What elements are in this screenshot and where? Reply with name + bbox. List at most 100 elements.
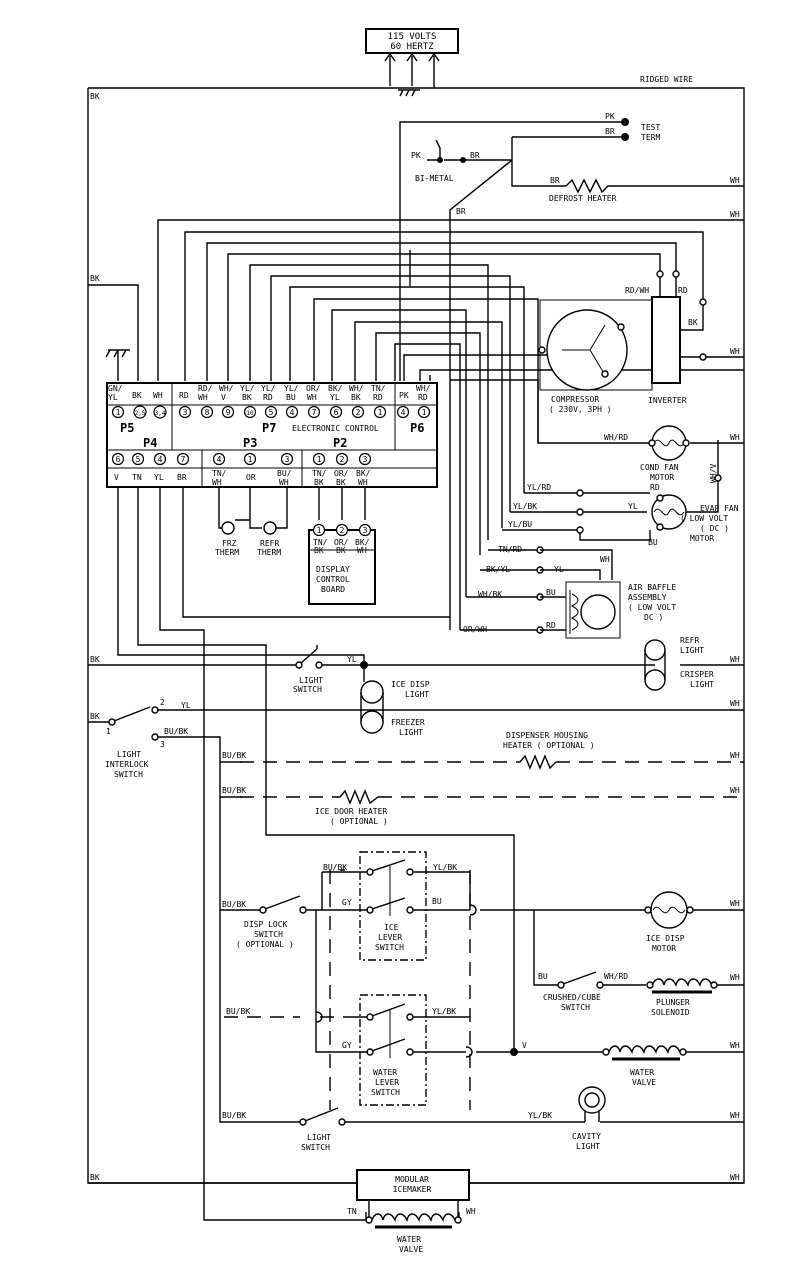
- refr-light-icon: [644, 639, 666, 691]
- svg-text:WH: WH: [307, 393, 317, 402]
- svg-text:10: 10: [246, 410, 254, 417]
- electronic-control-label: ELECTRONIC CONTROL: [292, 424, 379, 433]
- svg-text:WH: WH: [730, 1111, 740, 1120]
- svg-text:MODULAR: MODULAR: [395, 1175, 429, 1184]
- power-leads: [389, 56, 435, 86]
- svg-text:2: 2: [340, 455, 345, 464]
- plug-arrows: [384, 52, 440, 62]
- test-terminal: PK BR TEST TERM: [399, 112, 660, 381]
- test-term-dot-pk: [621, 118, 629, 126]
- svg-text:BU: BU: [286, 393, 296, 402]
- svg-text:HEATER ( OPTIONAL ): HEATER ( OPTIONAL ): [503, 741, 595, 750]
- svg-text:ICEMAKER: ICEMAKER: [393, 1185, 432, 1194]
- svg-text:TN/: TN/: [212, 469, 227, 478]
- water-valve: WH WATER VALVE: [602, 1041, 744, 1087]
- svg-text:TN/: TN/: [312, 469, 327, 478]
- svg-text:4: 4: [158, 455, 163, 464]
- svg-text:( DC ): ( DC ): [700, 524, 729, 533]
- svg-text:THERM: THERM: [257, 548, 281, 557]
- cavity-light-icon: CAVITY LIGHT: [572, 1086, 606, 1151]
- svg-text:RD: RD: [418, 393, 428, 402]
- svg-text:BU: BU: [538, 972, 548, 981]
- svg-text:YL/: YL/: [284, 384, 299, 393]
- svg-text:PK: PK: [411, 151, 421, 160]
- dispenser-housing-heater: BU/BK WH DISPENSER HOUSING HEATER ( OPTI…: [220, 731, 744, 770]
- svg-text:RD: RD: [678, 286, 688, 295]
- svg-text:BK: BK: [242, 393, 252, 402]
- ground-icon: [105, 349, 130, 381]
- svg-text:( OPTIONAL ): ( OPTIONAL ): [236, 940, 294, 949]
- svg-text:BU: BU: [546, 588, 556, 597]
- svg-text:BK: BK: [688, 318, 698, 327]
- svg-text:INVERTER: INVERTER: [648, 396, 687, 405]
- svg-text:CAVITY: CAVITY: [572, 1132, 601, 1141]
- svg-text:PK: PK: [605, 112, 615, 121]
- svg-text:BK: BK: [351, 393, 361, 402]
- test-term-dot-br: [621, 133, 629, 141]
- svg-text:3,4: 3,4: [155, 410, 166, 417]
- svg-text:BK/: BK/: [328, 384, 343, 393]
- svg-text:COMPRESSOR: COMPRESSOR: [551, 395, 599, 404]
- svg-text:RD: RD: [650, 483, 660, 492]
- svg-text:SWITCH: SWITCH: [293, 685, 322, 694]
- svg-text:RD/WH: RD/WH: [625, 286, 649, 295]
- svg-text:BK: BK: [314, 478, 324, 487]
- svg-text:RD: RD: [263, 393, 273, 402]
- defrost-heater-coil: [565, 178, 744, 194]
- power-supply: 115 VOLTS 60 HERTZ: [365, 28, 459, 97]
- svg-text:ICE: ICE: [384, 923, 399, 932]
- refr-therm-icon: [263, 521, 277, 535]
- svg-text:BR: BR: [177, 473, 187, 482]
- svg-text:WH: WH: [730, 973, 740, 982]
- svg-text:SWITCH: SWITCH: [561, 1003, 590, 1012]
- svg-text:MOTOR: MOTOR: [690, 534, 714, 543]
- svg-text:BR: BR: [456, 207, 466, 216]
- svg-text:SWITCH: SWITCH: [301, 1143, 330, 1152]
- svg-text:OR/WH: OR/WH: [463, 625, 487, 634]
- svg-text:MOTOR: MOTOR: [652, 944, 676, 953]
- svg-text:WH/BK: WH/BK: [478, 590, 502, 599]
- ridged-wire-label: RIDGED WIRE: [640, 75, 693, 84]
- svg-text:( OPTIONAL ): ( OPTIONAL ): [330, 817, 388, 826]
- cond-fan-motor: WH/RD WH COND FAN MOTOR: [450, 379, 744, 482]
- svg-text:3: 3: [285, 455, 290, 464]
- svg-text:CRUSHED/CUBE: CRUSHED/CUBE: [543, 993, 601, 1002]
- svg-text:COND FAN: COND FAN: [640, 463, 679, 472]
- svg-text:INTERLOCK: INTERLOCK: [105, 760, 149, 769]
- svg-text:BU/BK: BU/BK: [222, 900, 246, 909]
- svg-text:OR: OR: [246, 473, 256, 482]
- svg-text:BK/YL: BK/YL: [486, 565, 510, 574]
- svg-text:WH: WH: [212, 478, 222, 487]
- svg-text:YL/BK: YL/BK: [433, 863, 457, 872]
- svg-text:TERM: TERM: [641, 133, 660, 142]
- svg-text:VALVE: VALVE: [632, 1078, 656, 1087]
- svg-text:3: 3: [183, 408, 188, 417]
- svg-text:7: 7: [312, 408, 317, 417]
- svg-text:DC ): DC ): [644, 613, 663, 622]
- svg-text:WH: WH: [279, 478, 289, 487]
- svg-text:CONTROL: CONTROL: [316, 575, 350, 584]
- ice-door-heater: BU/BK WH ICE DOOR HEATER ( OPTIONAL ): [220, 786, 744, 826]
- svg-text:LIGHT: LIGHT: [405, 690, 429, 699]
- air-baffle-assembly: TN/RD BK/YL YL WH WH/BK BU OR/WH RD AIR …: [460, 545, 676, 639]
- svg-text:YL: YL: [330, 393, 340, 402]
- svg-text:BK/: BK/: [356, 469, 371, 478]
- svg-text:1: 1: [378, 408, 383, 417]
- p4-label: P4: [143, 436, 157, 450]
- svg-text:FREEZER: FREEZER: [391, 718, 425, 727]
- svg-text:TN: TN: [132, 473, 142, 482]
- svg-text:YL: YL: [154, 473, 164, 482]
- svg-text:YL/: YL/: [261, 384, 276, 393]
- svg-text:DISP LOCK: DISP LOCK: [244, 920, 288, 929]
- svg-text:BK: BK: [336, 546, 346, 555]
- svg-text:LIGHT: LIGHT: [576, 1142, 600, 1151]
- svg-text:BU/BK: BU/BK: [222, 751, 246, 760]
- svg-text:BOARD: BOARD: [321, 585, 345, 594]
- svg-text:GY: GY: [342, 898, 352, 907]
- svg-text:WATER: WATER: [630, 1068, 654, 1077]
- svg-text:WH: WH: [730, 1173, 740, 1182]
- svg-text:BR: BR: [470, 151, 480, 160]
- svg-text:DEFROST HEATER: DEFROST HEATER: [549, 194, 617, 203]
- svg-text:BK: BK: [90, 655, 100, 664]
